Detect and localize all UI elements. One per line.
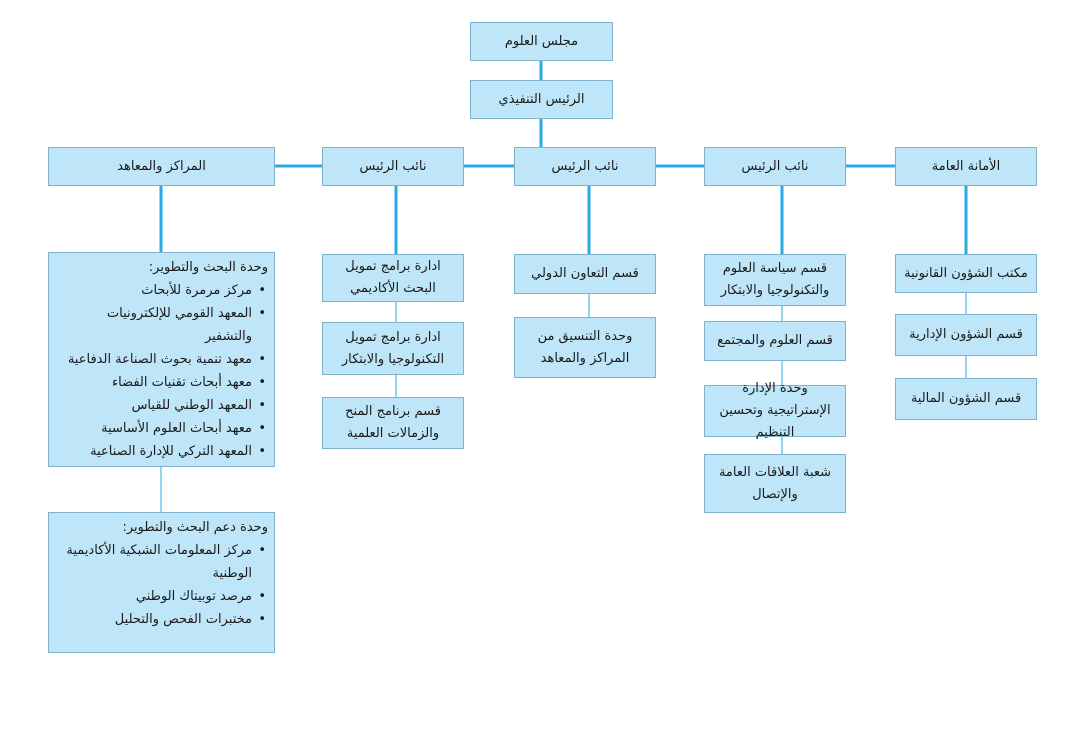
list-item: مركز مرمرة للأبحاث (57, 279, 266, 302)
list-item: معهد تنمية بحوث الصناعة الدفاعية (57, 348, 266, 371)
rd-unit-title: وحدة البحث والتطوير: (148, 260, 268, 275)
list-item: مركز المعلومات الشبكية الأكاديمية الوطني… (57, 539, 266, 585)
public-relations-division: شعبة العلاقات العامة والإتصال (704, 454, 846, 513)
technology-funding-admin: ادارة برامج تمويل التكنولوجيا والابتكار (322, 322, 464, 375)
vice-president-box-1: نائب الرئيس (704, 147, 846, 186)
list-item: معهد أبحاث العلوم الأساسية (57, 417, 266, 440)
general-secretariat-box: الأمانة العامة (895, 147, 1037, 186)
rd-support-unit-title: وحدة دعم البحث والتطوير: (122, 520, 268, 535)
rd-support-unit-list: مركز المعلومات الشبكية الأكاديمية الوطني… (57, 539, 268, 631)
rd-unit-box: وحدة البحث والتطوير: مركز مرمرة للأبحاث … (48, 252, 275, 467)
rd-unit-list: مركز مرمرة للأبحاث المعهد القومي للإلكتر… (57, 279, 268, 463)
president-box: الرئيس التنفيذي (470, 80, 613, 119)
grants-fellowships-dept: قسم برنامج المنح والزمالات العلمية (322, 397, 464, 449)
vice-president-box-3: نائب الرئيس (322, 147, 464, 186)
rd-support-unit-box: وحدة دعم البحث والتطوير: مركز المعلومات … (48, 512, 275, 653)
international-cooperation-dept: قسم التعاون الدولي (514, 254, 656, 294)
list-item: مختبرات الفحص والتحليل (57, 608, 266, 631)
council-box: مجلس العلوم (470, 22, 613, 61)
list-item: مرصد توبيتاك الوطني (57, 585, 266, 608)
list-item: المعهد الوطني للقياس (57, 394, 266, 417)
science-policy-dept: قسم سياسة العلوم والتكنولوجيا والابتكار (704, 254, 846, 306)
science-society-dept: قسم العلوم والمجتمع (704, 321, 846, 361)
list-item: المعهد التركي للإدارة الصناعية (57, 440, 266, 463)
strategic-management-unit: وحدة الإدارة الإستراتيجية وتحسين التنظيم (704, 381, 846, 440)
list-item: معهد أبحاث تقنيات الفضاء (57, 371, 266, 394)
centers-institutes-box: المراكز والمعاهد (48, 147, 275, 186)
legal-affairs-office: مكتب الشؤون القانونية (895, 254, 1037, 293)
list-item: المعهد القومي للإلكترونيات والتشفير (57, 302, 266, 348)
administrative-affairs-dept: قسم الشؤون الإدارية (895, 314, 1037, 356)
coordination-unit: وحدة التنسيق من المراكز والمعاهد (514, 317, 656, 378)
academic-funding-admin: ادارة برامج تمويل البحث الأكاديمي (322, 254, 464, 302)
vice-president-box-2: نائب الرئيس (514, 147, 656, 186)
financial-affairs-dept: قسم الشؤون المالية (895, 378, 1037, 420)
